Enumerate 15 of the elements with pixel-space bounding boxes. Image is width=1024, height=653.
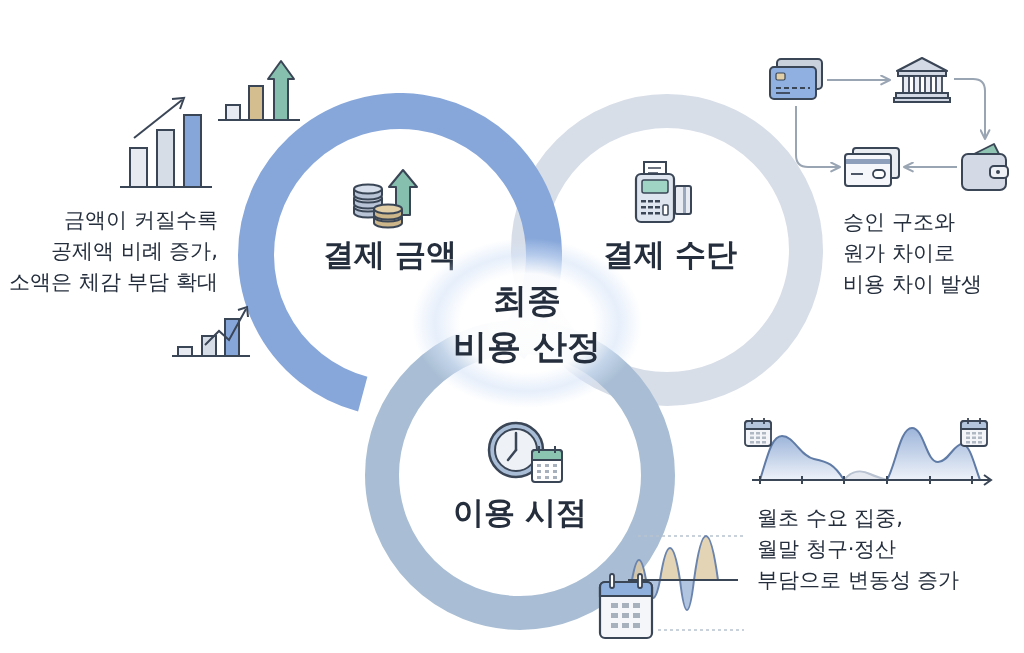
bank-icon [893, 55, 951, 103]
note-text: 승인 구조와 원가 차이로 비용 차이 발생 [843, 209, 984, 298]
ring-title: 결제 금액 [322, 236, 458, 274]
arrow [903, 161, 958, 173]
center-title: 최종 비용 산정 [453, 279, 601, 368]
ring-title: 이용 시점 [452, 494, 588, 532]
note-text: 금액이 커질수록 공제액 비례 증가, 소액은 체감 부담 확대 [7, 207, 218, 296]
arrow [953, 78, 991, 140]
credit-cards-icon [768, 57, 824, 103]
arrow [795, 105, 841, 173]
wallet-icon [960, 142, 1010, 192]
arrow [826, 74, 891, 86]
note-text: 월초 수요 집중, 월말 청구·정산 부담으로 변동성 증가 [757, 505, 961, 594]
credit-card-icon [843, 146, 901, 188]
ring-title: 결제 수단 [602, 236, 738, 274]
